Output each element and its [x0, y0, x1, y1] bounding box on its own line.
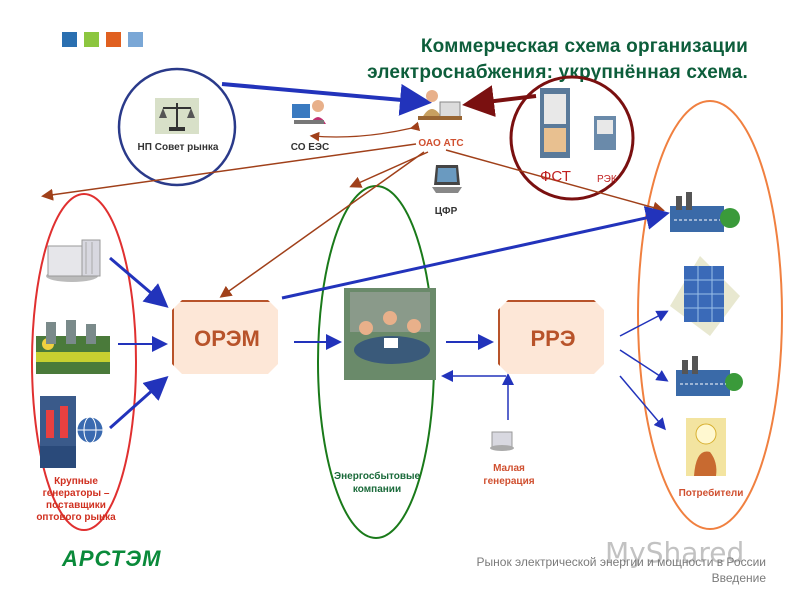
deco-square-3	[106, 32, 121, 47]
arstem-logo: АРСТЭМ	[62, 546, 162, 571]
arrow-ats-to-orem	[219, 151, 425, 298]
arrow-ats-so	[309, 121, 421, 142]
arrow-np-to-ats	[221, 82, 432, 116]
factory-icon	[676, 356, 743, 396]
factory-icon	[670, 192, 740, 232]
documents-icon	[540, 88, 616, 158]
cfr-label: ЦФР	[434, 206, 458, 217]
deco-square-1	[62, 32, 77, 47]
title-line-1: Коммерческая схема организации	[420, 36, 748, 57]
fst-label: ФСТ	[540, 168, 571, 185]
title-line-2: электроснабжения: укрупнённая схема.	[367, 62, 748, 83]
consumers-ellipse	[637, 100, 783, 530]
slide-title: Коммерческая схема организации электросн…	[367, 34, 748, 86]
clerk-icon	[418, 90, 462, 120]
footer-line-2: Введение	[711, 571, 766, 585]
factory-icon	[36, 320, 110, 374]
rre-box: РРЭ	[498, 300, 604, 374]
arrow-ats-to-consumers	[445, 149, 665, 214]
footer-text: Рынок электрической энергии и мощности в…	[477, 554, 766, 586]
arrow-gen3-to-orem	[109, 376, 169, 430]
scales-icon	[155, 98, 199, 134]
meeting-icon	[344, 288, 436, 380]
small-gen-label: Малая генерация	[483, 463, 535, 487]
arrow-gen1-to-orem	[109, 256, 169, 308]
consumers-label: Потребители	[678, 488, 744, 499]
fst-circle	[509, 75, 635, 201]
arrow-fst-to-ats	[462, 85, 537, 117]
deco-square-2	[84, 32, 99, 47]
arrow-ats-to-sales	[349, 151, 429, 188]
arrow-orem-to-consumers	[281, 206, 670, 300]
rek-label: РЭК	[597, 174, 617, 185]
laptop-icon	[432, 165, 462, 193]
generators-label: Крупные генераторы – поставщики оптового…	[36, 476, 116, 523]
orem-box: ОРЭМ	[172, 300, 278, 374]
arrow-rre-to-consumer3	[619, 375, 666, 431]
oao-ats-label: ОАО АТС	[418, 138, 464, 149]
office-building-icon	[670, 256, 740, 336]
np-sovet-label: НП Совет рынка	[137, 142, 219, 153]
watermark: MyShared	[605, 536, 745, 569]
power-plant-icon	[46, 239, 101, 282]
sales-label: Энергосбытовые компании	[334, 471, 421, 495]
arrow-ats-to-generators	[41, 143, 417, 201]
dispatcher-icon	[292, 100, 326, 124]
generators-ellipse	[31, 193, 137, 531]
footer-line-1: Рынок электрической энергии и мощности в…	[476, 555, 766, 569]
np-sovet-circle	[117, 67, 237, 187]
light-bulb-icon	[686, 418, 726, 476]
small-generator-icon	[490, 431, 514, 451]
so-ees-label: СО ЕЭС	[290, 142, 330, 153]
deco-square-4	[128, 32, 143, 47]
arrow-rre-to-consumer1	[619, 310, 669, 337]
arrow-rre-to-consumer2	[619, 349, 669, 382]
globe-icon	[40, 396, 104, 468]
